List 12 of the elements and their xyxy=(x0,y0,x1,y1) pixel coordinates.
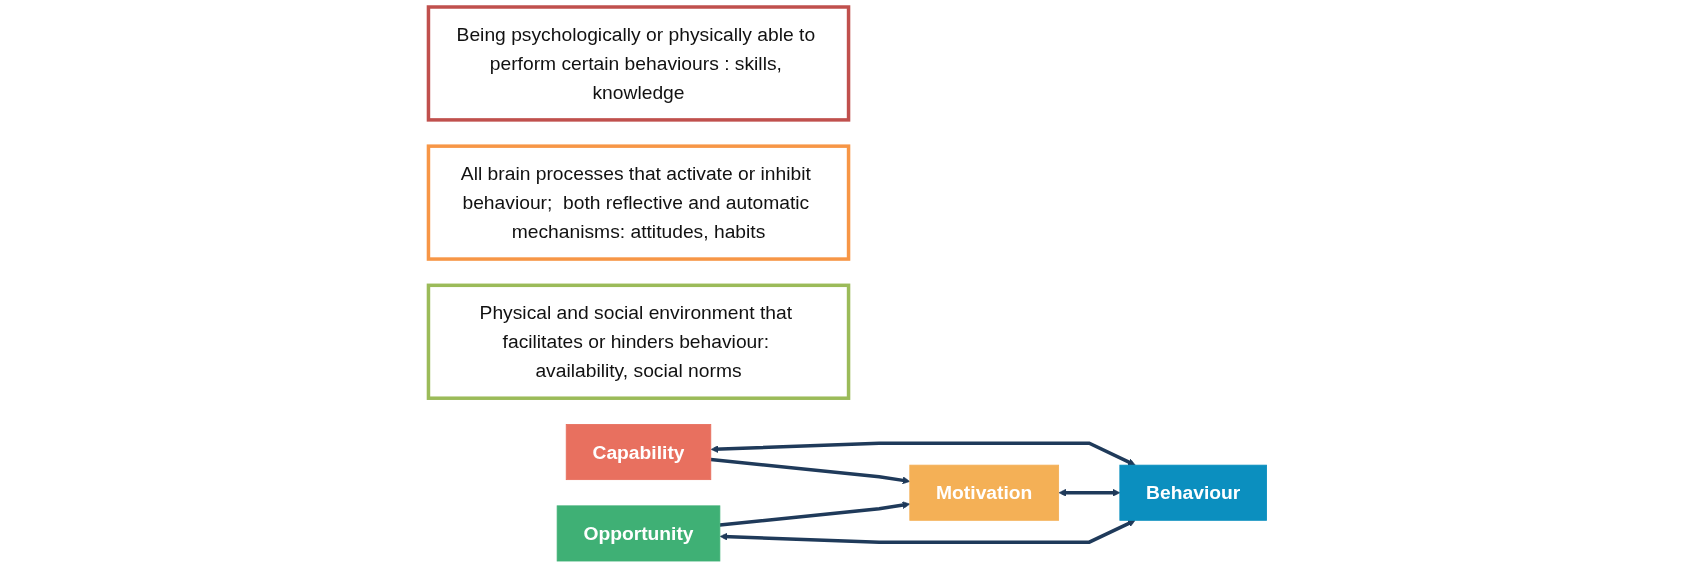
arrow xyxy=(719,501,911,527)
node-box: Being psychologically or physically able to perform certain behaviours : skills, knowledge xyxy=(426,5,851,122)
node-box: Opportunity xyxy=(556,505,721,562)
node-box: Behaviour xyxy=(1119,464,1267,521)
arrow xyxy=(1058,488,1121,497)
arrow xyxy=(710,457,911,485)
node-box: Physical and social environment that facilitates or hinders behaviour: availability, social norms xyxy=(426,283,851,400)
arrow xyxy=(719,519,1136,544)
node-box: Motivation xyxy=(909,464,1060,521)
node-box: Capability xyxy=(565,424,712,481)
arrow xyxy=(710,441,1136,466)
node-box: All brain processes that activate or inhibit behaviour; both reflective and automatic mechanisms: attitudes, habits xyxy=(426,144,851,261)
